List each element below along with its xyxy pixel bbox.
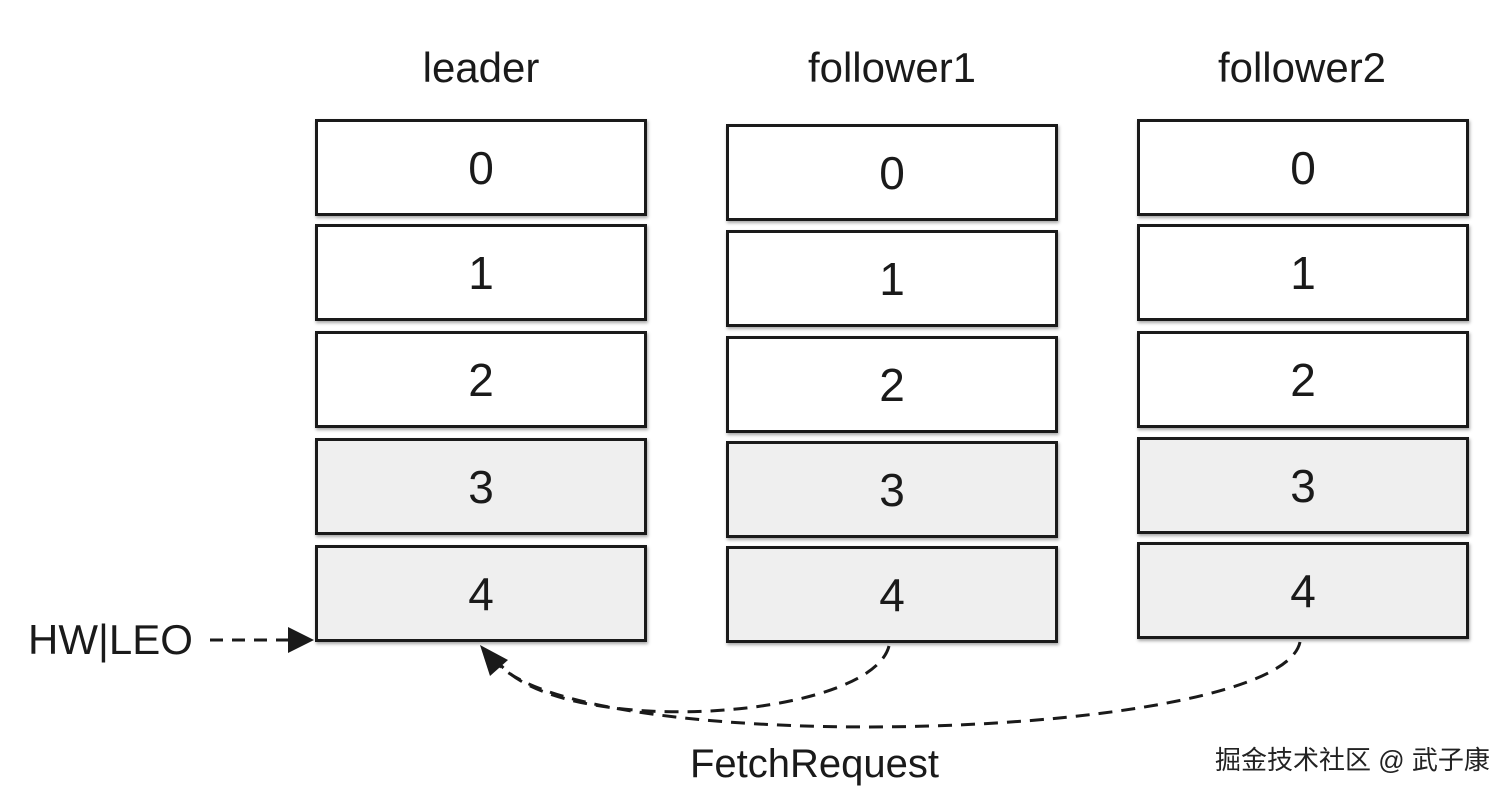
column-title-leader: leader	[422, 44, 540, 91]
leader-log-cell: 2	[315, 331, 647, 428]
follower2-log-cell: 0	[1137, 119, 1469, 216]
fetch-request-arrowhead	[480, 645, 508, 676]
follower2-log-cell: 4	[1137, 542, 1469, 639]
column-title-follower1: follower1	[807, 44, 977, 91]
follower1-log-cell: 2	[726, 336, 1058, 433]
fetch-request-arrow-follower2	[498, 641, 1302, 729]
watermark: 掘金技术社区 @ 武子康	[1215, 745, 1490, 775]
follower2-log-cell: 1	[1137, 224, 1469, 321]
fetch-request-label: FetchRequest	[690, 742, 940, 786]
leader-log-cell: 0	[315, 119, 647, 216]
follower1-log-cell: 3	[726, 441, 1058, 538]
hw-leo-label: HW|LEO	[28, 616, 193, 663]
follower1-log-cell: 0	[726, 124, 1058, 221]
follower1-log-cell: 1	[726, 230, 1058, 327]
follower2-log-cell: 3	[1137, 437, 1469, 534]
follower2-log-cell: 2	[1137, 331, 1469, 428]
column-title-follower2: follower2	[1217, 44, 1387, 91]
leader-log-cell: 3	[315, 438, 647, 535]
leader-log-cell: 4	[315, 545, 647, 642]
hw-leo-arrowhead	[288, 627, 314, 653]
fetch-request-arrow-follower1	[496, 645, 891, 714]
follower1-log-cell: 4	[726, 546, 1058, 643]
leader-log-cell: 1	[315, 224, 647, 321]
